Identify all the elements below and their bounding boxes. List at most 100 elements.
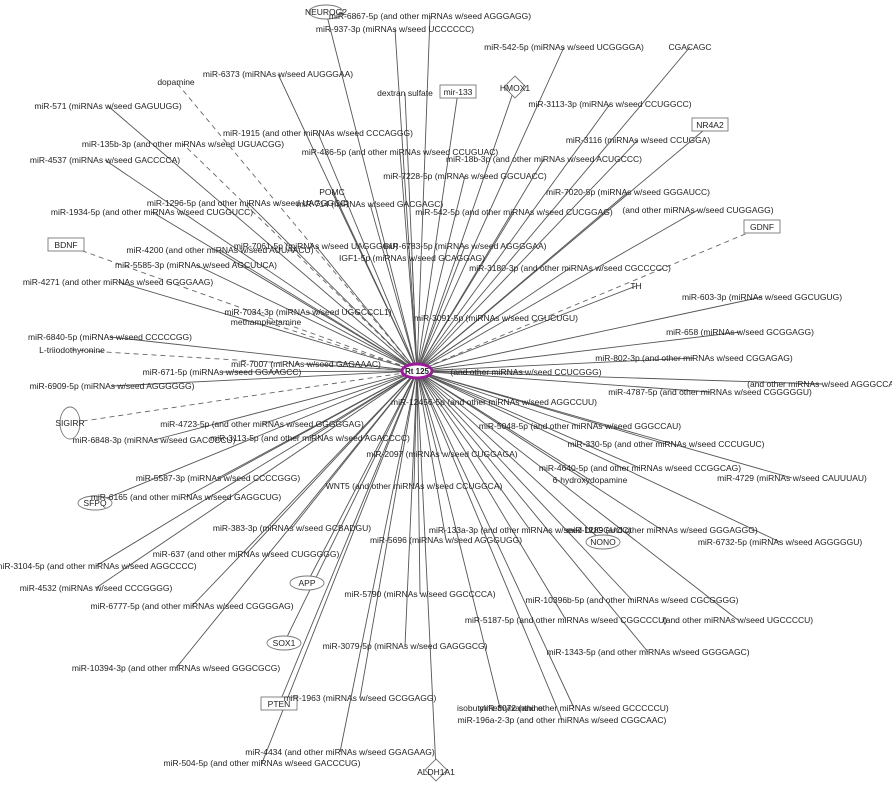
node-mir6777[interactable]: miR-6777-5p (and other miRNAs w/seed CGG… (90, 601, 293, 611)
node-sigrpr[interactable]: SIGIRR (55, 406, 85, 440)
node-mir5585[interactable]: miR-5585-3p (miRNAs w/seed AGCUUCA) (115, 260, 277, 270)
node-label-mir1915: miR-1915 (and other miRNAs w/seed CCCAGG… (223, 128, 413, 138)
node-mir637[interactable]: miR-637 (and other miRNAs w/seed CUGGGGG… (153, 549, 340, 559)
node-mir1934[interactable]: miR-1934-5p (and other miRNAs w/seed CUG… (51, 207, 253, 217)
hub-node[interactable]: Rt 125 (400, 362, 434, 380)
node-mir6848[interactable]: miR-6848-3p (miRNAs w/seed GACCCCU) (73, 435, 236, 445)
node-mir1963[interactable]: miR-1963 (miRNAs w/seed GCGGAGG) (284, 693, 437, 703)
node-mir3072[interactable]: miR-3072 (and other miRNAs w/seed GCCCCC… (479, 703, 669, 713)
node-wnt5[interactable]: WNT5 (and other miRNAs w/seed CCUGGCA) (326, 481, 503, 491)
node-ltri[interactable]: L-triiodothyronine (39, 345, 105, 355)
node-mir330[interactable]: miR-330-5p (and other miRNAs w/seed CCCU… (568, 439, 765, 449)
node-mir4532[interactable]: miR-4532 (miRNAs w/seed CCCGGGG) (20, 583, 173, 593)
node-mir7061[interactable]: miR-7061-5p (miRNAs w/seed UAGGGGU) (234, 241, 399, 251)
node-mir10396[interactable]: miR-10396b-5p (and other miRNAs w/seed C… (525, 595, 738, 605)
node-mir6840[interactable]: miR-6840-5p (miRNAs w/seed CCCCCGG) (28, 332, 192, 342)
node-mir571[interactable]: miR-571 (miRNAs w/seed GAGUUGG) (34, 101, 182, 111)
node-dextran[interactable]: dextran sulfate (377, 88, 433, 98)
node-mir671[interactable]: miR-671-5p (miRNAs w/seed GGAAGCC) (143, 367, 302, 377)
node-mir3091[interactable]: miR-3091-5p (miRNAs w/seed CGUCUGU) (414, 313, 578, 323)
node-mir6373[interactable]: miR-6373 (miRNAs w/seed AUGGGAA) (203, 69, 353, 79)
node-mir4640[interactable]: miR-4640-5p (and other miRNAs w/seed CCG… (539, 463, 741, 473)
node-aldh1a1[interactable]: ALDH1A1 (417, 758, 455, 782)
node-isobuty[interactable]: isobutylmethylxanthine (457, 703, 543, 713)
node-mir4729[interactable]: miR-4729 (miRNAs w/seed CAUUUAU) (717, 473, 867, 483)
node-th[interactable]: TH (630, 281, 641, 291)
node-mir3113[interactable]: miR-3113-3p (miRNAs w/seed CCUGGCC) (528, 99, 691, 109)
edge-mir714 (369, 203, 418, 372)
node-label-mir133a: miR-133a-3p (and other miRNAs w/seed UUG… (429, 525, 631, 535)
node-mir7007[interactable]: miR-7007 (miRNAs w/seed GAGAAAC) (231, 359, 381, 369)
node-neurog2[interactable]: NEUROG2 (305, 4, 347, 20)
node-ohdopa[interactable]: 6-hydroxydopamine (553, 475, 628, 485)
node-mir3180[interactable]: miR-3180-3p (and other miRNAs w/seed CGC… (469, 263, 671, 273)
node-mir3113b[interactable]: miR-3113-5p (and other miRNAs w/seed AGA… (210, 433, 410, 443)
node-mir1296[interactable]: miR-1296-5p (and other miRNAs w/seed UAG… (147, 198, 349, 208)
node-mir135b[interactable]: miR-135b-3p (and other miRNAs w/seed UGU… (82, 139, 284, 149)
node-mir603[interactable]: miR-603-3p (miRNAs w/seed GGCUGUG) (682, 292, 842, 302)
node-mir542b[interactable]: miR-542-5p (and other miRNAs w/seed CUCG… (415, 207, 613, 217)
node-gdnf[interactable]: GDNF (743, 219, 781, 234)
node-label-sox1: SOX1 (273, 638, 296, 648)
node-nr4a2[interactable]: NR4A2 (691, 117, 729, 132)
node-label-mir330: miR-330-5p (and other miRNAs w/seed CCCU… (568, 439, 765, 449)
node-mir658[interactable]: miR-658 (miRNAs w/seed GCGGAGG) (666, 327, 814, 337)
node-mir12456[interactable]: miR-12456-5p (and other miRNAs w/seed AG… (391, 397, 597, 407)
node-mir5696[interactable]: miR-5696 (miRNAs w/seed AGGGUGG) (370, 535, 522, 545)
node-mir4434[interactable]: miR-4434 (and other miRNAs w/seed GGAGAA… (245, 747, 435, 757)
node-sfpq[interactable]: SFPQ (77, 495, 113, 511)
node-sox1[interactable]: SOX1 (266, 635, 302, 651)
node-mir7020[interactable]: miR-7020-5p (miRNAs w/seed GGGAUCC) (546, 187, 710, 197)
node-nono[interactable]: NONO (585, 534, 621, 550)
node-mir4723[interactable]: miR-4723-5p (and other miRNAs w/seed GGG… (160, 419, 364, 429)
node-mir3104[interactable]: miR-3104-5p (and other miRNAs w/seed AGG… (0, 561, 197, 571)
node-mir6783[interactable]: miR-6783-5p (miRNAs w/seed AGGGGAA) (384, 241, 547, 251)
node-mir6867[interactable]: miR-6867-5p (and other miRNAs w/seed AGG… (329, 11, 531, 21)
node-mir10394[interactable]: miR-10394-3p (and other miRNAs w/seed GG… (72, 663, 280, 673)
node-mir4200[interactable]: miR-4200 (and other miRNAs w/seed AUUAAC… (126, 245, 313, 255)
node-mir542a[interactable]: miR-542-5p (miRNAs w/seed UCGGGGA) (484, 42, 644, 52)
node-app[interactable]: APP (289, 575, 325, 591)
node-mir802[interactable]: miR-802-3p (and other miRNAs w/seed CGGA… (595, 353, 793, 363)
node-cgacagc[interactable]: CGACAGC (669, 42, 712, 52)
node-ugcccuu[interactable]: (and other miRNAs w/seed UGCCCCU) (663, 615, 813, 625)
node-meth[interactable]: methamphetamine (231, 317, 302, 327)
node-mir3116[interactable]: miR-3116 (miRNAs w/seed CCUGGA) (566, 135, 711, 145)
node-mir383[interactable]: miR-383-3p (miRNAs w/seed GCBADGU) (213, 523, 371, 533)
node-igf1[interactable]: IGF1-5p (miRNAs w/seed GCAGGAG) (339, 253, 485, 263)
node-bdnf[interactable]: BDNF (47, 237, 85, 252)
node-mir1343[interactable]: miR-1343-5p (and other miRNAs w/seed GGG… (546, 647, 749, 657)
node-mir6165[interactable]: miR-6165 (and other miRNAs w/seed GAGGCU… (91, 492, 282, 502)
node-mir6909[interactable]: miR-6909-5p (miRNAs w/seed AGGGGGG) (30, 381, 195, 391)
node-mir5187[interactable]: miR-5187-5p (and other miRNAs w/seed CGG… (465, 615, 667, 625)
node-mir3079[interactable]: miR-3079-5p (miRNAs w/seed GAGGGCG) (323, 641, 488, 651)
node-mir7228[interactable]: miR-7228-5p (miRNAs w/seed GGCUACC) (383, 171, 547, 181)
node-mir504[interactable]: miR-504-5p (and other miRNAs w/seed GACC… (164, 758, 361, 768)
node-mir1915[interactable]: miR-1915 (and other miRNAs w/seed CCCAGG… (223, 128, 413, 138)
node-mir7034[interactable]: miR-7034-3p (miRNAs w/seed UGGCCCL1) (224, 307, 391, 317)
node-pomc[interactable]: POMC (319, 187, 345, 197)
node-mir4787[interactable]: miR-4787-5p (and other miRNAs w/seed CGG… (608, 387, 812, 397)
edge-mir603 (416, 296, 763, 372)
node-agggcca[interactable]: (and other miRNAs w/seed AGGGCCA) (747, 379, 892, 389)
node-mir4271[interactable]: miR-4271 (and other miRNAs w/seed GGGGAA… (23, 277, 214, 287)
node-mir18b[interactable]: miR-18b-3p (and other miRNAs w/seed ACUG… (446, 154, 642, 164)
node-mir6732[interactable]: miR-6732-5p (miRNAs w/seed AGGGGGU) (698, 537, 863, 547)
node-mir937[interactable]: miR-937-3p (miRNAs w/seed UCCCCCC) (316, 24, 474, 34)
node-mir486[interactable]: miR-486-5p (and other miRNAs w/seed CCUG… (302, 147, 499, 157)
node-mir133a[interactable]: miR-133a-3p (and other miRNAs w/seed UUG… (429, 525, 631, 535)
node-mir5048[interactable]: miR-5048-5p (and other miRNAs w/seed GGG… (479, 421, 681, 431)
node-mir2114[interactable]: miR-5790 (miRNAs w/seed GGCCCCA) (344, 589, 495, 599)
node-mir4537[interactable]: miR-4537 (miRNAs w/seed GACCCCA) (30, 155, 180, 165)
node-cuggagg[interactable]: (and other miRNAs w/seed CUGGAGG) (622, 205, 773, 215)
node-mir714[interactable]: miR-714 (miRNAs w/seed GACGAGC) (297, 199, 444, 209)
node-pten[interactable]: PTEN (260, 696, 298, 711)
node-mir196a[interactable]: miR-196a-2-3p (and other miRNAs w/seed C… (458, 715, 667, 725)
node-hmox1[interactable]: HMOX1 (500, 75, 531, 99)
node-mir133[interactable]: mir-133 (439, 84, 477, 99)
node-dopamine[interactable]: dopamine (157, 77, 195, 87)
node-mir1289[interactable]: miR-1289 (and other miRNAs w/seed GGGAGG… (566, 525, 757, 535)
node-mir2097[interactable]: miR-2097 (miRNAs w/seed CUGGAGA) (366, 449, 517, 459)
node-mir1256[interactable]: (and other miRNAs w/seed CCUCGGG) (450, 367, 601, 377)
node-mir5587[interactable]: miR-5587-3p (miRNAs w/seed CCCCGGG) (136, 473, 301, 483)
